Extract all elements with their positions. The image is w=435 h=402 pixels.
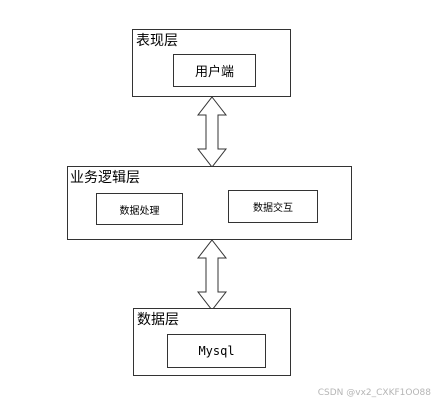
double-arrow-shape: [196, 96, 228, 168]
client-box: 用户端: [173, 54, 256, 87]
data-interaction-box: 数据交互: [228, 190, 318, 223]
business-layer-label: 业务逻辑层: [70, 170, 140, 186]
watermark-text: CSDN @vx2_CXKF1OO88: [317, 388, 431, 398]
database-label: Mysql: [198, 344, 235, 358]
presentation-business-arrow: [196, 96, 228, 168]
business-data-arrow: [196, 239, 228, 311]
data-interaction-label: 数据交互: [253, 203, 293, 214]
data-layer-label: 数据层: [137, 312, 179, 328]
data-processing-box: 数据处理: [96, 193, 183, 225]
double-arrow-shape: [196, 239, 228, 311]
business-layer-box: 业务逻辑层 数据处理 数据交互: [67, 166, 352, 240]
presentation-layer-box: 表现层 用户端: [132, 29, 291, 97]
database-box: Mysql: [167, 334, 266, 368]
data-layer-box: 数据层 Mysql: [133, 308, 291, 376]
client-label: 用户端: [194, 65, 234, 80]
presentation-layer-label: 表现层: [136, 33, 178, 49]
data-processing-label: 数据处理: [119, 205, 160, 217]
